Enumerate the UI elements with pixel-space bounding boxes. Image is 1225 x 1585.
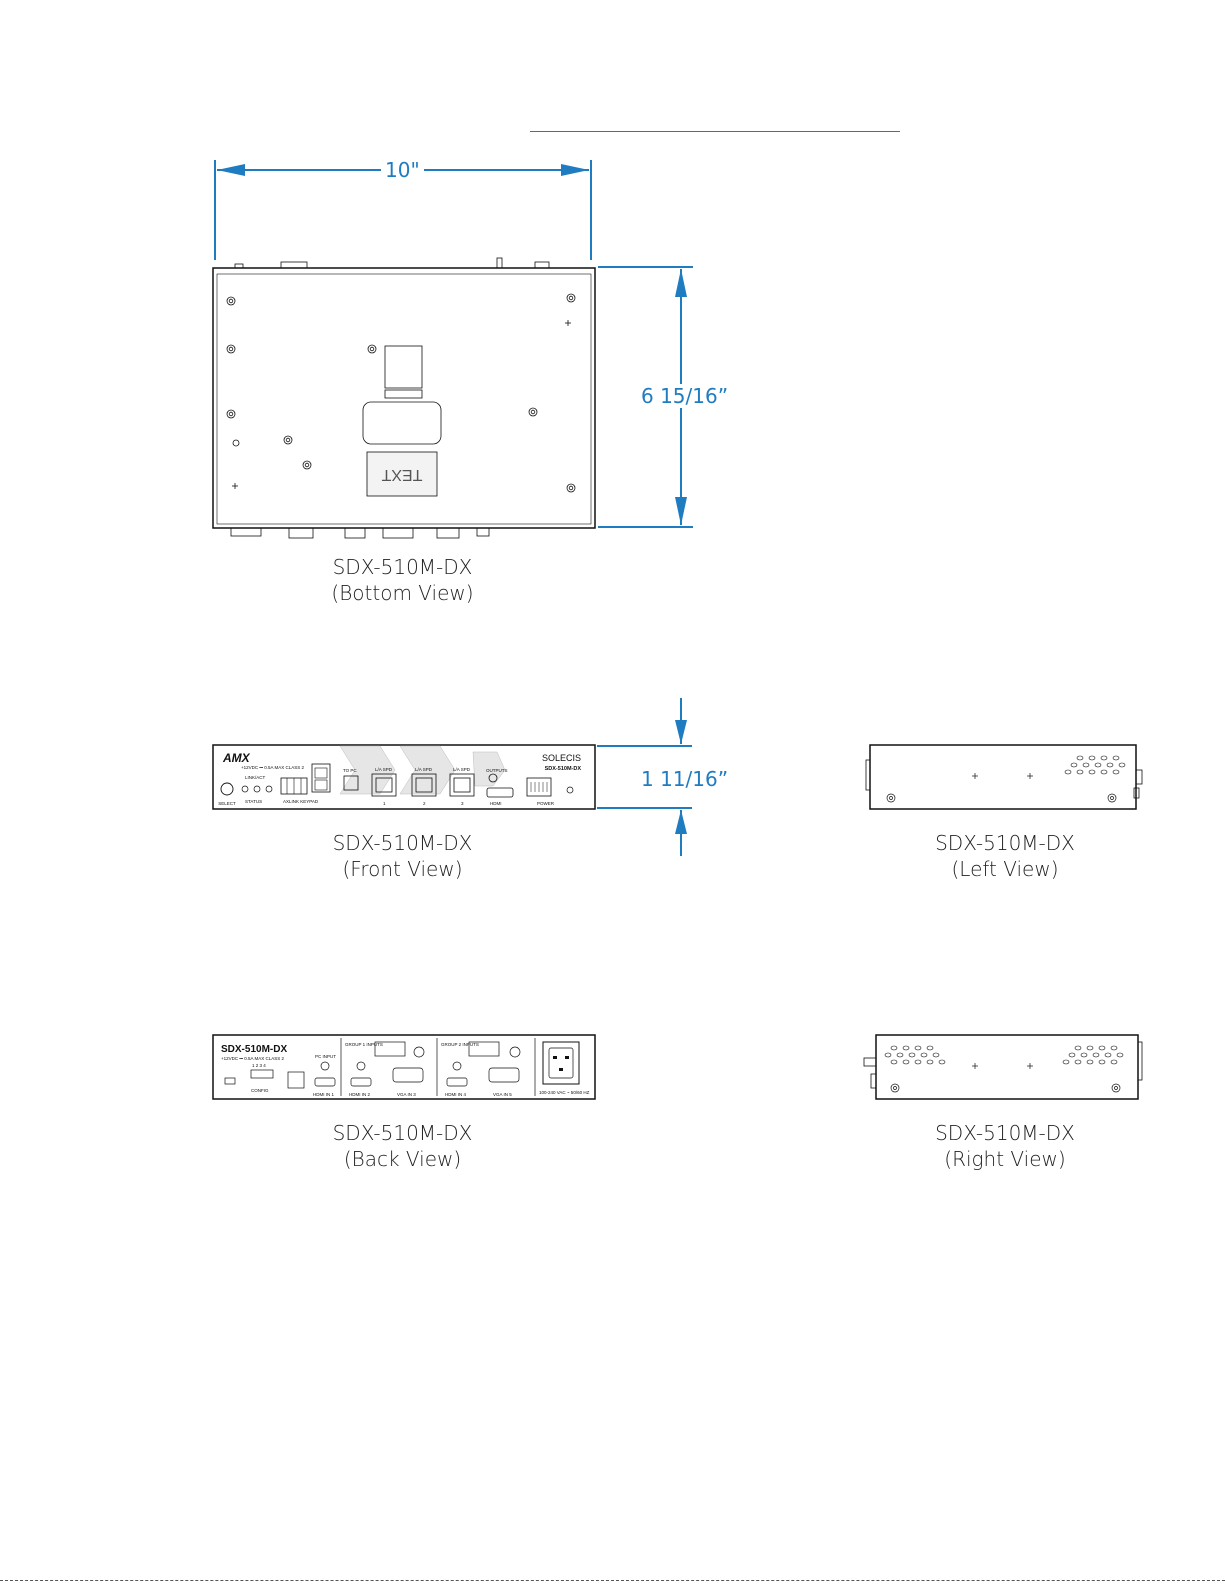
back-hdmi-in-4: HDMI IN 4 — [445, 1092, 466, 1097]
svg-text:L/A SPD: L/A SPD — [453, 767, 471, 772]
right-view-caption: SDX-510M-DX (Right View) — [905, 1120, 1105, 1172]
front-power: POWER — [537, 801, 555, 806]
svg-text:+12VDC ⎓ 0.5A MAX CLASS 2: +12VDC ⎓ 0.5A MAX CLASS 2 — [241, 765, 304, 770]
front-brand: AMX — [222, 751, 251, 765]
header-link-underline[interactable] — [530, 131, 900, 132]
bottom-view-label: (Bottom View) — [331, 581, 474, 605]
svg-text:L/A SPD: L/A SPD — [375, 767, 393, 772]
left-view-label: (Left View) — [951, 857, 1059, 881]
front-keypad: AXLINK KEYPAD — [283, 799, 319, 804]
depth-dimension-label: 6 15/16” — [637, 384, 733, 408]
front-view-caption: SDX-510M-DX (Front View) — [300, 830, 505, 882]
svg-text:1 2 3 4: 1 2 3 4 — [252, 1063, 266, 1068]
bottom-view-model: SDX-510M-DX — [332, 555, 473, 579]
back-view-label: (Back View) — [343, 1147, 462, 1171]
front-hdmi: HDMI — [490, 801, 502, 806]
back-hdmi-in-1: HDMI IN 1 — [313, 1092, 334, 1097]
front-model: SDX-510M-DX — [545, 766, 582, 772]
back-vga-in-5: VGA IN 5 — [493, 1092, 512, 1097]
front-view-drawing: AMX SOLECIS SDX-510M-DX SELECT LINK/ACT … — [212, 698, 692, 856]
height-dimension-label: 1 11/16” — [637, 767, 733, 791]
svg-text:2: 2 — [423, 801, 426, 806]
back-hdmi-in-2: HDMI IN 2 — [349, 1092, 370, 1097]
front-to-pc: TO PC — [343, 768, 357, 773]
front-view-label: (Front View) — [342, 857, 463, 881]
svg-text:100-240 VAC ~ 50/60 HZ: 100-240 VAC ~ 50/60 HZ — [539, 1090, 590, 1095]
front-series: SOLECIS — [542, 753, 581, 763]
back-model: SDX-510M-DX — [221, 1044, 287, 1055]
front-status: STATUS — [245, 799, 262, 804]
bottom-view-drawing: TEXT — [212, 160, 693, 539]
back-vga-in-3: VGA IN 3 — [397, 1092, 416, 1097]
back-config: CONFIG — [251, 1088, 269, 1093]
back-view-model: SDX-510M-DX — [332, 1121, 473, 1145]
width-dimension-label: 10" — [381, 158, 424, 182]
left-view-caption: SDX-510M-DX (Left View) — [905, 830, 1105, 882]
svg-text:3: 3 — [461, 801, 464, 806]
back-group2: GROUP 2 INPUTS — [441, 1042, 479, 1047]
left-view-drawing — [865, 744, 1143, 810]
front-link-act: LINK/ACT — [245, 775, 266, 780]
back-pc-input: PC INPUT — [315, 1054, 336, 1059]
front-select: SELECT — [218, 801, 236, 806]
bottom-view-caption: SDX-510M-DX (Bottom View) — [300, 554, 505, 606]
svg-text:TEXT: TEXT — [381, 466, 422, 483]
page-bottom-border — [0, 1580, 1225, 1581]
front-view-model: SDX-510M-DX — [332, 831, 473, 855]
back-group1: GROUP 1 INPUTS — [345, 1042, 383, 1047]
back-view-caption: SDX-510M-DX (Back View) — [300, 1120, 505, 1172]
svg-text:+12VDC ⎓ 0.5A MAX CLASS 2: +12VDC ⎓ 0.5A MAX CLASS 2 — [221, 1056, 284, 1061]
front-outputs: OUTPUTS — [486, 768, 508, 773]
right-view-model: SDX-510M-DX — [935, 1121, 1075, 1145]
svg-text:1: 1 — [383, 801, 386, 806]
right-view-label: (Right View) — [944, 1147, 1066, 1171]
right-view-drawing — [863, 1034, 1143, 1100]
left-view-model: SDX-510M-DX — [935, 831, 1075, 855]
back-view-drawing: SDX-510M-DX +12VDC ⎓ 0.5A MAX CLASS 2 1 … — [212, 1034, 596, 1100]
svg-text:L/A SPD: L/A SPD — [415, 767, 433, 772]
